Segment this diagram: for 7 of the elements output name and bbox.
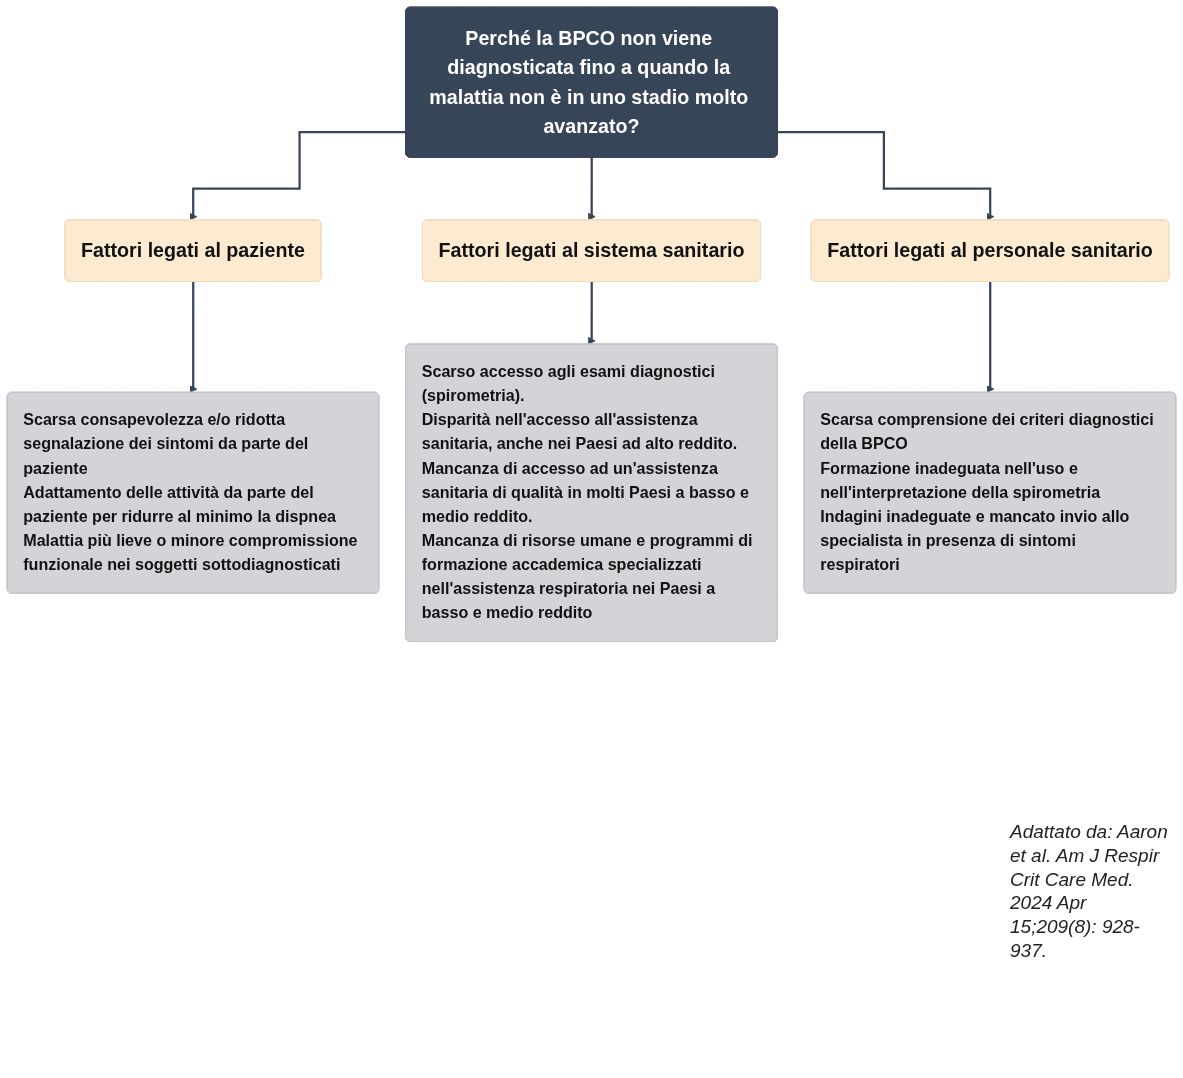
arrow (189, 131, 407, 221)
caption: Adattato da: Aaron et al. Am J Respir Crit Care Med. 2024 Apr 15;209(8): 928-937. (1010, 820, 1169, 963)
arrow (587, 280, 596, 345)
arrow (189, 280, 198, 394)
arrow (587, 156, 596, 221)
arrow (986, 280, 995, 394)
arrow (777, 131, 995, 221)
